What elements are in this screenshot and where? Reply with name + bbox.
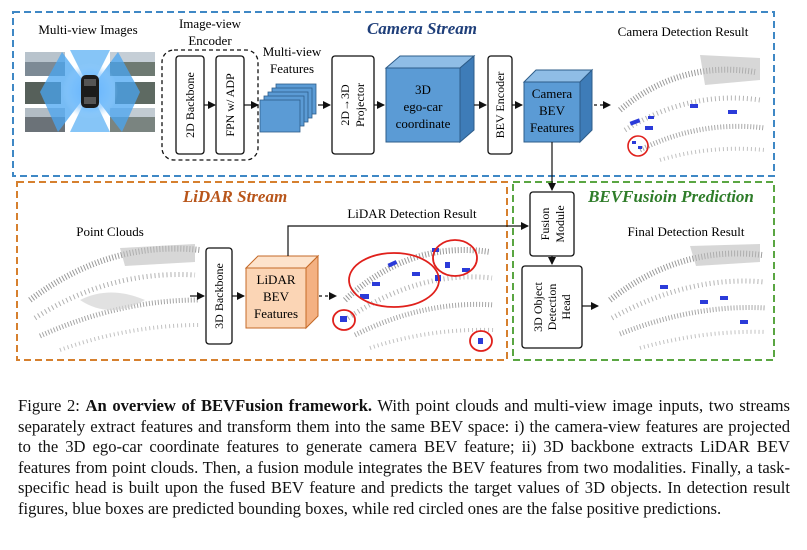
camera-stream-frame: [12, 11, 775, 177]
backbone-3d-label: 3D Backbone: [212, 263, 226, 329]
camera-result-label: Camera Detection Result: [618, 24, 749, 39]
bev-encoder-label: BEV Encoder: [493, 72, 507, 139]
figure-caption: Figure 2: An overview of BEVFusion frame…: [18, 396, 790, 520]
multi-view-images-label: Multi-view Images: [38, 22, 137, 37]
projector-label-2: Projector: [353, 83, 367, 127]
camera-bev-label-1: Camera: [532, 86, 573, 101]
final-result-label: Final Detection Result: [628, 224, 745, 239]
lidar-result-label: LiDAR Detection Result: [347, 206, 477, 221]
camera-stream-title: Camera Stream: [367, 19, 477, 38]
lidar-bev-label-2: BEV: [263, 289, 290, 304]
backbone-2d-label: 2D Backbone: [183, 72, 197, 138]
final-detection-image: [608, 244, 767, 350]
overview-figure: Camera Stream LiDAR Stream BEVFusioin Pr…: [12, 11, 775, 361]
caption-text: With point clouds and multi-view image i…: [18, 396, 790, 518]
head-label-1: 3D Object: [531, 282, 545, 332]
point-clouds-label: Point Clouds: [76, 224, 144, 239]
ego-car-label-2: ego-car: [404, 99, 444, 114]
camera-bev-label-2: BEV: [539, 103, 566, 118]
lidar-detection-image: [332, 239, 495, 352]
lidar-bev-label-1: LiDAR: [257, 272, 296, 287]
encoder-label-2: Encoder: [188, 33, 232, 48]
encoder-label-1: Image-view: [179, 16, 242, 31]
features-label-2: Features: [270, 61, 314, 76]
caption-title: An overview of BEVFusion framework.: [85, 396, 373, 415]
fusion-label-2: Module: [553, 205, 567, 242]
multi-view-images: [25, 50, 155, 132]
head-label-2: Detection: [545, 284, 559, 331]
features-label-1: Multi-view: [263, 44, 322, 59]
caption-label: Figure 2:: [18, 396, 80, 415]
ego-car-cube: [384, 54, 476, 144]
camera-detection-image: [618, 55, 766, 162]
prediction-title: BEVFusioin Prediction: [587, 187, 754, 206]
multi-view-feature-stack: [259, 83, 317, 133]
detection-head-box: [521, 265, 583, 349]
lidar-bev-label-3: Features: [254, 306, 298, 321]
projector-label-1: 2D→3D: [338, 84, 352, 126]
arrow-lidar-bev-fusion: [287, 222, 529, 256]
lidar-stream-title: LiDAR Stream: [182, 187, 287, 206]
lidar-stream-frame: [16, 181, 508, 361]
ego-car-label-3: coordinate: [396, 116, 451, 131]
ego-car-label-1: 3D: [415, 82, 431, 97]
fusion-module-box: [529, 191, 575, 257]
point-cloud-image: [28, 244, 201, 352]
lidar-bev-cube: [244, 254, 320, 330]
fpn-label: FPN w/ ADP: [223, 73, 237, 137]
camera-bev-cube: [522, 68, 594, 144]
fusion-label-1: Fusion: [538, 208, 552, 241]
head-label-3: Head: [559, 294, 573, 319]
camera-bev-label-3: Features: [530, 120, 574, 135]
